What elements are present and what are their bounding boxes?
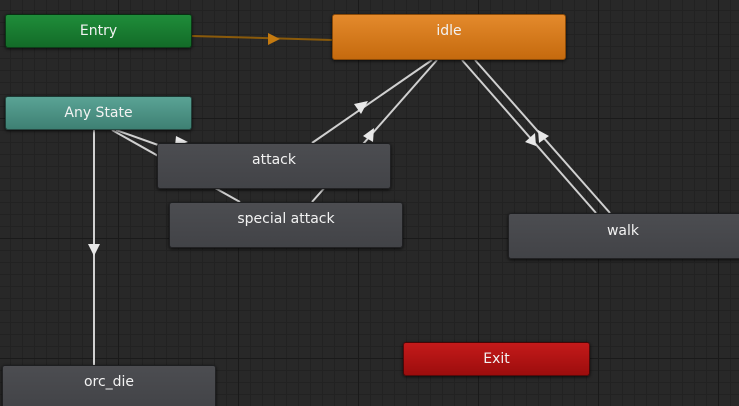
state-walk[interactable]: walk bbox=[508, 213, 739, 259]
state-special-attack-label: special attack bbox=[237, 211, 335, 227]
transition-arrow-entry-idle bbox=[268, 33, 280, 45]
transition-arrow-walk-idle bbox=[538, 130, 549, 143]
state-orc-die[interactable]: orc_die bbox=[2, 365, 216, 406]
transition-arrow-special-idle bbox=[363, 128, 374, 142]
state-any-state[interactable]: Any State bbox=[5, 96, 192, 130]
state-attack-label: attack bbox=[252, 152, 296, 168]
state-any-state-label: Any State bbox=[64, 105, 133, 121]
state-orc-die-label: orc_die bbox=[83, 374, 135, 390]
state-attack[interactable]: attack bbox=[157, 143, 391, 189]
state-walk-label: walk bbox=[606, 223, 640, 239]
state-exit[interactable]: Exit bbox=[403, 342, 590, 376]
state-idle-label: idle bbox=[436, 23, 462, 39]
transition-arrow-attack-idle bbox=[354, 101, 368, 114]
transition-arrow-any-orcdie bbox=[88, 244, 100, 256]
transition-attack-idle[interactable] bbox=[311, 59, 433, 144]
transition-entry-idle[interactable] bbox=[191, 35, 333, 41]
transition-idle-walk[interactable] bbox=[461, 59, 597, 214]
state-entry[interactable]: Entry bbox=[5, 14, 192, 48]
state-idle[interactable]: idle bbox=[332, 14, 566, 60]
transition-arrow-idle-walk bbox=[525, 133, 536, 146]
state-special-attack[interactable]: special attack bbox=[169, 202, 403, 248]
state-exit-label: Exit bbox=[483, 351, 510, 367]
state-entry-label: Entry bbox=[79, 23, 118, 39]
